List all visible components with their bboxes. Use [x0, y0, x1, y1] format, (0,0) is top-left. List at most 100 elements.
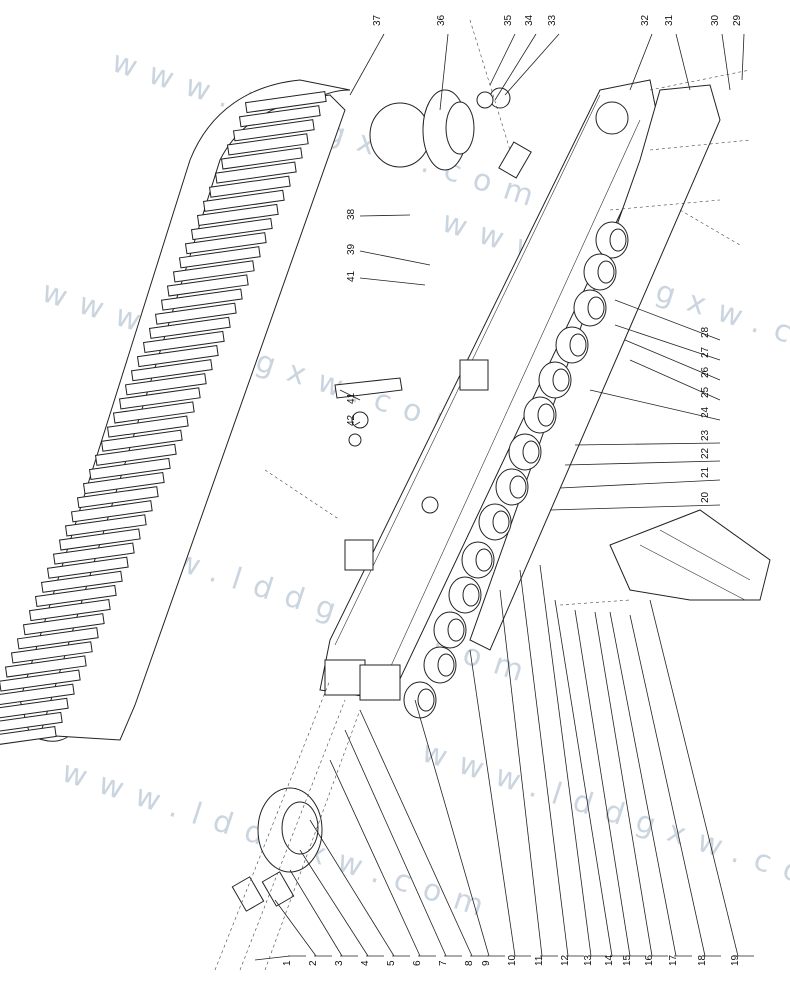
- callout-number: 32: [640, 14, 651, 26]
- callout-leader: [574, 609, 631, 957]
- callout-leader: [439, 33, 449, 111]
- watermark-text: www.lddgxw.com: [418, 734, 790, 908]
- callout-leader: [554, 599, 613, 957]
- track-shoe: [160, 288, 243, 311]
- callout-leader: [354, 421, 361, 426]
- callout-number: 20: [700, 491, 711, 503]
- track-shoe: [0, 697, 69, 720]
- track-shoe: [178, 246, 261, 269]
- track-shoe: [58, 528, 141, 551]
- callout-leader: [504, 33, 560, 96]
- roller-hub: [447, 618, 465, 642]
- callout-number: 41: [346, 270, 357, 282]
- track-shoe: [130, 359, 213, 382]
- callout-leader: [359, 214, 411, 217]
- roller-hub: [522, 440, 540, 464]
- track-shoe: [196, 203, 279, 227]
- roller-hub: [552, 368, 570, 392]
- callout-number: 36: [436, 14, 447, 26]
- track-shoe: [76, 486, 159, 509]
- callout-leader: [299, 849, 369, 957]
- track-shoe: [28, 598, 111, 622]
- callout-number: 39: [346, 243, 357, 255]
- roller-hub: [475, 548, 493, 572]
- track-shoe: [124, 373, 207, 396]
- callout-leader: [609, 611, 677, 957]
- callout-number: 41: [346, 392, 357, 404]
- callout-number: 35: [503, 14, 514, 26]
- callout-number: 16: [644, 954, 655, 966]
- callout-leader: [721, 33, 731, 91]
- roller-hub: [537, 403, 555, 427]
- callout-leader: [629, 614, 706, 957]
- callout-number: 15: [622, 954, 633, 966]
- callout-number: 21: [700, 466, 711, 478]
- callout-leader: [329, 759, 421, 957]
- callout-number: 38: [346, 208, 357, 220]
- drive-motor: [369, 87, 511, 171]
- track-shoe: [148, 316, 231, 339]
- callout-leader: [499, 589, 543, 957]
- track-shoe: [0, 711, 63, 735]
- track-shoes: [0, 90, 327, 749]
- callout-leader: [414, 699, 490, 957]
- callout-number: 13: [583, 954, 594, 966]
- callout-number: 33: [547, 14, 558, 26]
- callout-leader: [494, 33, 537, 101]
- track-shoe: [22, 613, 105, 636]
- callout-number: 1: [282, 960, 293, 966]
- callout-leader: [254, 955, 291, 961]
- track-shoe: [88, 457, 171, 481]
- track-frame: [319, 79, 661, 701]
- callout-leader: [629, 33, 653, 91]
- callout-leader: [614, 324, 721, 361]
- callout-number: 12: [560, 954, 571, 966]
- track-shoe: [154, 302, 237, 325]
- track-shoe: [208, 175, 291, 198]
- roller-hub: [509, 475, 527, 499]
- roller-hub: [597, 260, 615, 284]
- callout-number: 4: [360, 960, 371, 966]
- callout-leader: [309, 819, 395, 957]
- roller-hub: [492, 510, 510, 534]
- callout-leader: [274, 899, 317, 957]
- callout-leader: [289, 869, 343, 957]
- callout-number: 42: [346, 414, 357, 426]
- callout-leader: [539, 564, 592, 957]
- callout-leader: [349, 33, 385, 96]
- track-shoe: [100, 429, 183, 452]
- track-shoe: [16, 627, 99, 650]
- callout-number: 37: [372, 14, 383, 26]
- callout-leader: [339, 389, 361, 401]
- callout-number: 18: [697, 954, 708, 966]
- track-shoe: [112, 401, 195, 424]
- callout-number: 9: [481, 960, 492, 966]
- track-shoe: [172, 260, 255, 283]
- track-shoe: [10, 641, 93, 664]
- callout-number: 22: [700, 447, 711, 459]
- track-shoe: [214, 161, 297, 184]
- callout-number: 17: [668, 954, 679, 966]
- callout-number: 19: [730, 954, 741, 966]
- callout-leader: [359, 709, 473, 957]
- callout-number: 5: [386, 960, 397, 966]
- track-shoe: [118, 387, 201, 410]
- track-shoe: [232, 119, 315, 142]
- callout-number: 28: [700, 326, 711, 338]
- roller-hub: [569, 333, 587, 357]
- callout-leader: [359, 250, 431, 266]
- callout-number: 3: [334, 960, 345, 966]
- callout-leader: [675, 33, 691, 91]
- callout-leader: [629, 359, 721, 401]
- callout-leader: [469, 649, 516, 957]
- callout-leader: [649, 599, 739, 957]
- track-shoe: [220, 147, 303, 170]
- callout-number: 10: [507, 954, 518, 966]
- track-shoe: [238, 105, 321, 128]
- track-shoe: [136, 344, 219, 368]
- track-shoe: [64, 514, 147, 537]
- callout-number: 31: [664, 14, 675, 26]
- callout-number: 29: [732, 14, 743, 26]
- callout-number: 26: [700, 366, 711, 378]
